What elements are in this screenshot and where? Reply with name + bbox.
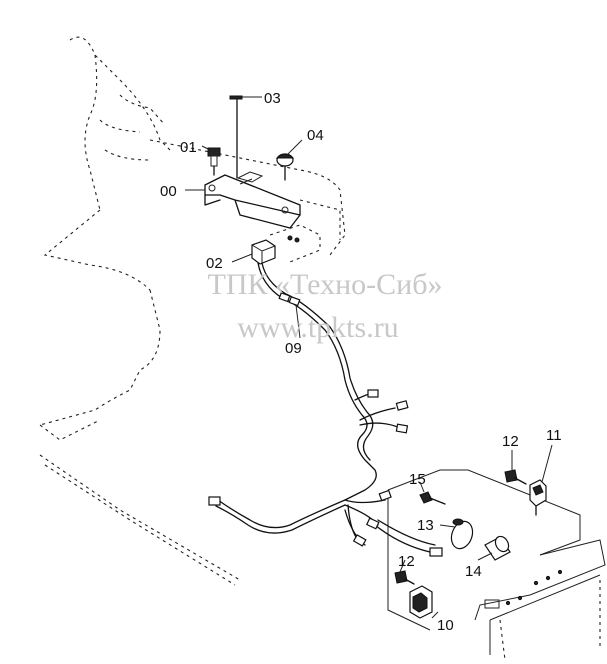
buzzer-13 xyxy=(450,518,474,550)
label-14: 14 xyxy=(465,563,482,580)
resistor-14 xyxy=(484,535,511,561)
label-00: 00 xyxy=(160,183,177,200)
bolt-12-lower xyxy=(394,570,415,585)
label-12-lower: 12 xyxy=(398,553,415,570)
leader-lines xyxy=(185,96,553,619)
bolt-12-upper xyxy=(504,469,527,485)
sheet-03 xyxy=(229,95,243,100)
label-10: 10 xyxy=(437,617,454,634)
label-15: 15 xyxy=(409,471,426,488)
harness-connectors xyxy=(208,292,443,557)
watermark-line-2: www.tpkts.ru xyxy=(237,311,398,344)
bracket-00 xyxy=(204,171,301,243)
label-11: 11 xyxy=(546,427,562,444)
connector-02 xyxy=(251,239,276,265)
watermark-line-1: ТПК «Техно-Сиб» xyxy=(208,268,443,301)
label-13: 13 xyxy=(417,517,434,534)
label-03: 03 xyxy=(264,90,281,107)
part-labels: 03 01 04 00 02 09 12 11 15 13 14 12 10 xyxy=(160,90,562,634)
knob-04 xyxy=(275,153,295,181)
switch-box-10 xyxy=(409,585,433,619)
label-12-upper: 12 xyxy=(502,433,519,450)
label-04: 04 xyxy=(307,127,324,144)
watermark: ТПК «Техно-Сиб» www.tpkts.ru xyxy=(208,268,443,344)
bolt-01 xyxy=(207,147,221,176)
bolt-15 xyxy=(419,491,446,505)
label-01: 01 xyxy=(180,139,197,156)
label-02: 02 xyxy=(206,255,223,272)
floor-frame xyxy=(387,469,606,661)
relay-11 xyxy=(529,479,547,516)
label-09: 09 xyxy=(285,340,302,357)
